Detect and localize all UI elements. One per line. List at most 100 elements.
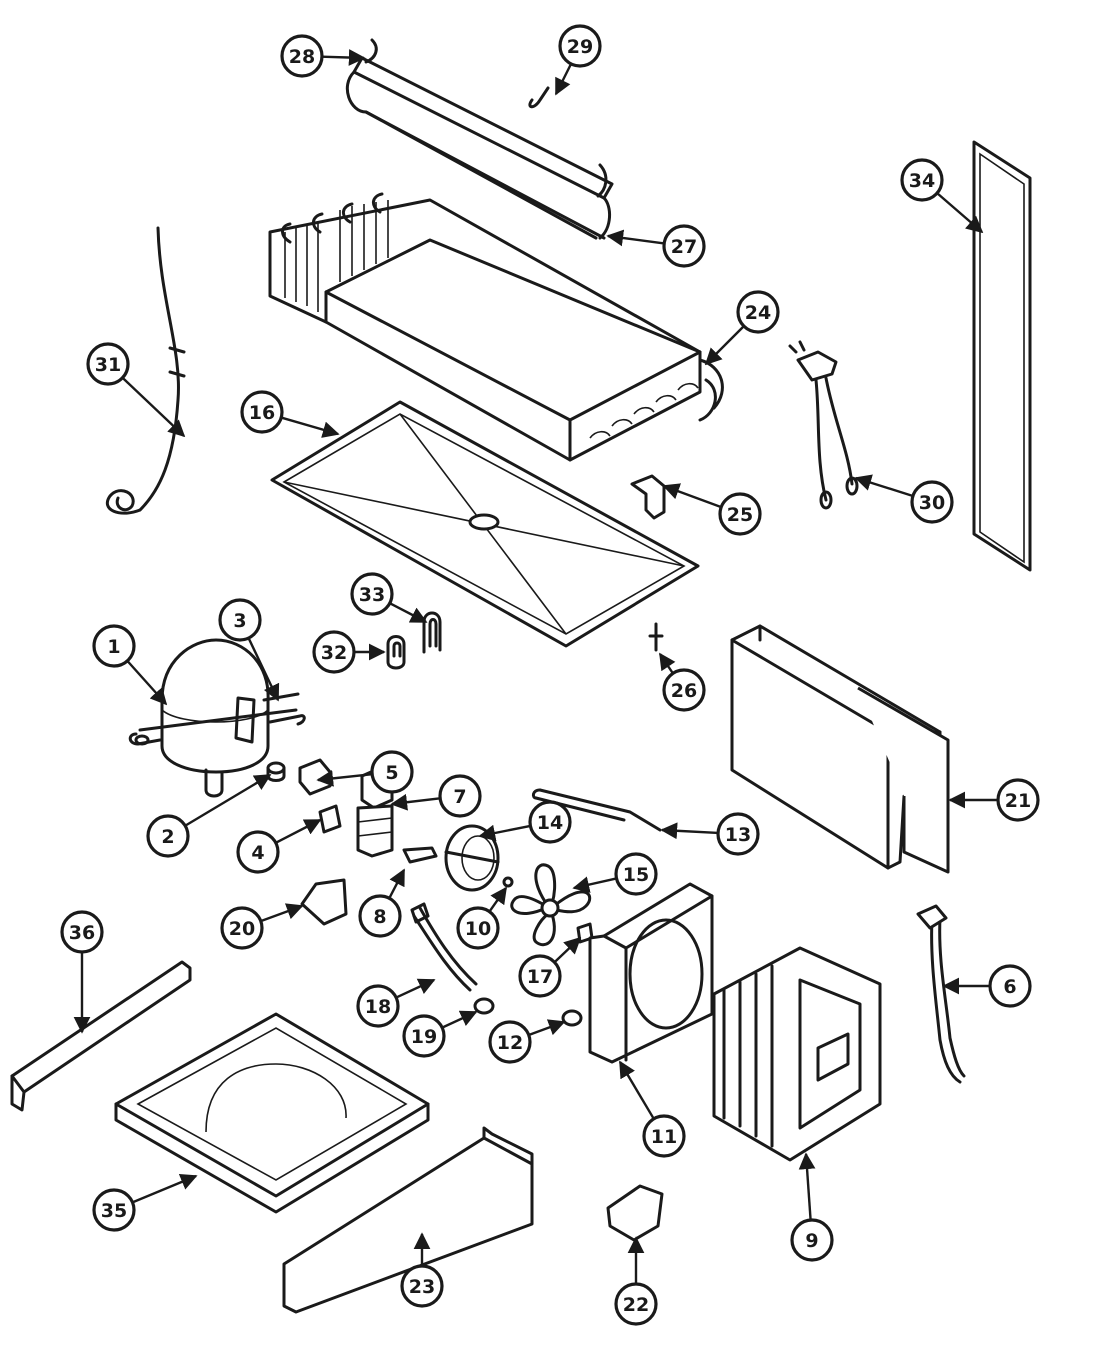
callout-label: 11: [651, 1126, 677, 1148]
callout-7: 7: [390, 774, 482, 818]
callout-21: 21: [948, 778, 1040, 822]
callout-label: 12: [497, 1032, 523, 1054]
callout-circle: [518, 954, 562, 998]
leader-line: [121, 376, 186, 438]
leader-line: [395, 978, 436, 999]
callout-24: 24: [704, 290, 780, 366]
callout-label: 18: [365, 996, 391, 1018]
callout-label: 23: [409, 1276, 435, 1298]
callout-31: 31: [86, 342, 186, 438]
callout-circle: [488, 1020, 532, 1064]
leader-line: [660, 822, 719, 840]
leader-line: [606, 229, 665, 247]
callout-circle: [662, 224, 706, 268]
part-relay: [318, 804, 342, 834]
callout-circle: [86, 342, 130, 386]
leader-line: [260, 903, 304, 923]
leader-line: [184, 773, 272, 827]
leader-line: [441, 1010, 478, 1029]
part-shroud-grommet: [561, 1009, 583, 1027]
part-back-panel: [282, 1126, 534, 1314]
callout-16: 16: [240, 390, 340, 438]
callout-label: 16: [249, 402, 275, 424]
callout-28: 28: [280, 34, 366, 78]
leader-line: [247, 637, 280, 702]
callout-circle: [558, 24, 602, 68]
leader-line: [132, 1174, 198, 1204]
callout-19: 19: [402, 1010, 478, 1058]
callout-34: 34: [900, 158, 984, 234]
leader-line: [554, 63, 573, 96]
part-condenser-tube: [345, 38, 614, 240]
callout-circle: [456, 906, 500, 950]
callout-label: 8: [373, 906, 386, 928]
callout-25: 25: [662, 483, 762, 536]
leader-line: [798, 1152, 816, 1221]
callouts: 1234567891011121314151617181920212223242…: [60, 24, 1040, 1326]
callout-circle: [528, 800, 572, 844]
part-drain-tray: [114, 1012, 430, 1214]
callout-circle: [716, 812, 760, 856]
leader-line: [488, 886, 507, 913]
callout-label: 3: [233, 610, 246, 632]
callout-label: 31: [95, 354, 121, 376]
leader-line: [662, 483, 722, 509]
callout-circle: [92, 624, 136, 668]
callout-label: 6: [1003, 976, 1016, 998]
callout-circle: [240, 390, 284, 434]
callout-circle: [312, 630, 356, 674]
leader-line: [389, 602, 428, 624]
leader-line: [390, 793, 441, 811]
callout-label: 14: [537, 812, 563, 834]
callout-label: 1: [107, 636, 120, 658]
callout-3: 3: [218, 598, 280, 702]
callout-circle: [910, 480, 954, 524]
part-wire-clip: [402, 846, 438, 864]
part-capillary-tube: [106, 226, 186, 515]
callout-label: 29: [567, 36, 593, 58]
callout-label: 19: [411, 1026, 437, 1048]
callout-circle: [236, 830, 280, 874]
callout-label: 25: [727, 504, 753, 526]
callout-circle: [988, 964, 1032, 1008]
callout-circle: [350, 572, 394, 616]
leader-line: [528, 1019, 566, 1037]
callout-circle: [220, 906, 264, 950]
callout-13: 13: [660, 812, 760, 856]
callout-label: 7: [453, 786, 466, 808]
leader-line: [936, 192, 984, 234]
callout-14: 14: [478, 800, 572, 844]
callout-label: 33: [359, 584, 385, 606]
leader-line: [854, 474, 914, 498]
part-clip: [528, 86, 550, 109]
part-switch: [300, 878, 348, 926]
part-drain-pan: [270, 400, 700, 648]
callout-label: 9: [805, 1230, 818, 1252]
callout-6: 6: [942, 964, 1032, 1008]
callout-circle: [356, 984, 400, 1028]
part-wire-harness: [788, 340, 859, 510]
part-thermostat: [606, 1184, 664, 1242]
callout-circle: [370, 750, 414, 794]
callout-circle: [280, 34, 324, 78]
leader-line: [618, 1060, 655, 1120]
part-bracket: [630, 474, 666, 520]
callout-circle: [358, 894, 402, 938]
callout-36: 36: [60, 910, 104, 1034]
callout-label: 24: [745, 302, 771, 324]
callout-15: 15: [572, 852, 658, 896]
part-condenser: [712, 946, 882, 1162]
callout-circle: [92, 1188, 136, 1232]
callout-label: 5: [385, 762, 398, 784]
callout-label: 32: [321, 642, 347, 664]
callout-27: 27: [606, 224, 706, 268]
part-power-cord: [916, 904, 966, 1084]
leader-line: [478, 824, 531, 842]
callout-label: 15: [623, 864, 649, 886]
callout-label: 13: [725, 824, 751, 846]
callout-2: 2: [146, 773, 272, 858]
callout-1: 1: [92, 624, 168, 706]
callout-4: 4: [236, 818, 322, 874]
leader-line: [280, 416, 340, 438]
callout-label: 28: [289, 46, 315, 68]
